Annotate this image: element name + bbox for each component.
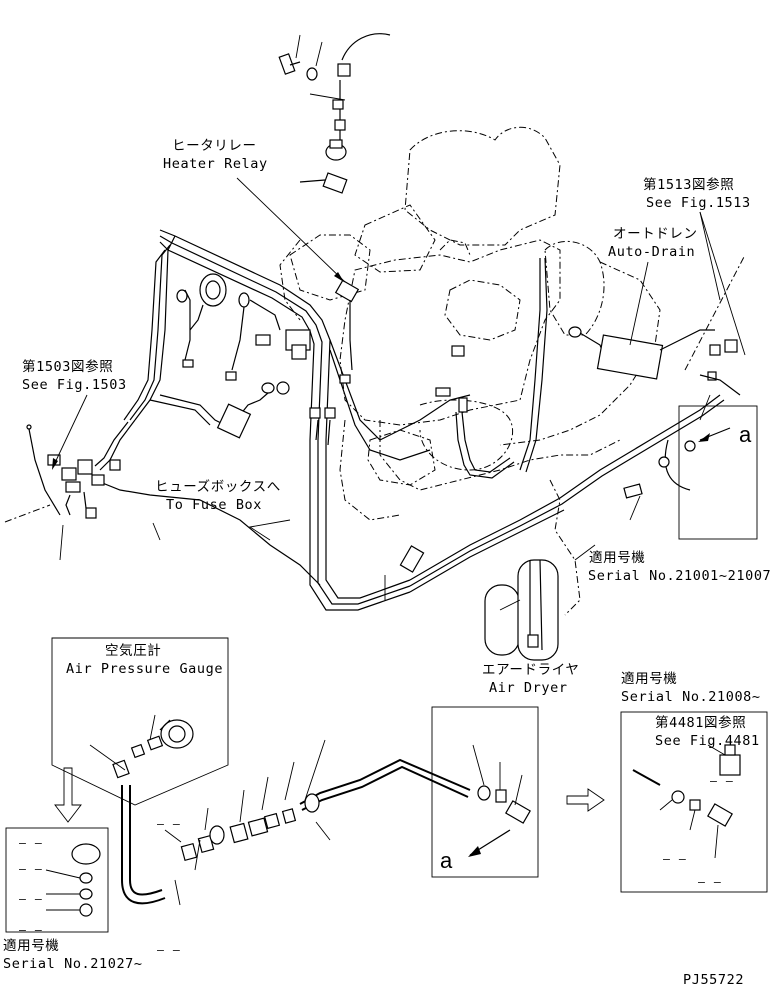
bottom-tube-assembly — [121, 739, 471, 906]
drawing-number: PJ55722 — [683, 972, 744, 987]
engine-outline — [279, 126, 661, 616]
ref-fig-1503: See Fig.1503 — [22, 377, 127, 393]
serial-mid-label-jp: 適用号機 — [621, 670, 677, 687]
serial-bottom-label: Serial No.21027~ — [3, 956, 143, 972]
detail-a-letter-top: a — [739, 422, 752, 447]
harness-left — [94, 229, 725, 611]
dash-label-5: – – — [19, 923, 43, 937]
air-dryer-label-jp: エアードライヤ — [482, 662, 580, 678]
bolt-right — [623, 483, 643, 521]
dash-label-1: – – — [157, 817, 181, 831]
air-pressure-gauge-label-jp: 空気圧計 — [105, 643, 161, 659]
dash-label-2: – – — [157, 943, 181, 957]
heater-relay-label: Heater Relay — [163, 156, 268, 172]
serial-21008-box — [620, 711, 768, 893]
auto-drain-label: Auto-Drain — [608, 244, 695, 260]
serial-21027-box — [5, 827, 109, 933]
air-dryer — [484, 544, 596, 661]
dash-label-7: – – — [698, 875, 722, 889]
detail-a-letter-bottom: a — [440, 848, 453, 873]
ref-fig-4481: See Fig.4481 — [655, 733, 760, 749]
air-pressure-gauge-label: Air Pressure Gauge — [66, 661, 223, 677]
ref-fig-1513-jp: 第1513図参照 — [643, 176, 734, 193]
detail-a-box-top — [658, 405, 758, 540]
dash-label-6: – – — [663, 852, 687, 866]
labels: ヒータリレー Heater Relay 第1513図参照 See Fig.151… — [3, 138, 771, 987]
arrow-down — [54, 767, 82, 823]
fuse-box-label: To Fuse Box — [166, 497, 262, 513]
serial-top-label: Serial No.21001~21007 — [588, 568, 771, 584]
detail-a-box-bottom — [431, 706, 539, 878]
dash-label-3: – – — [19, 862, 43, 876]
dash-label-4: – – — [19, 892, 43, 906]
connector-cluster-left — [4, 424, 121, 561]
ref-fig-1513: See Fig.1513 — [646, 195, 751, 211]
auto-drain-label-jp: オートドレン — [613, 226, 698, 242]
air-pressure-gauge-box — [51, 637, 229, 806]
air-dryer-label: Air Dryer — [489, 680, 568, 696]
ref-fig-1503-jp: 第1503図参照 — [22, 358, 113, 375]
heater-relay-label-jp: ヒータリレー — [172, 138, 257, 154]
leader-lines — [52, 177, 746, 600]
ref-fig-4481-jp: 第4481図参照 — [655, 714, 746, 731]
arrow-right — [566, 788, 605, 812]
auto-drain-area — [519, 254, 746, 473]
dash-label-8: – – — [19, 836, 43, 850]
serial-bottom-label-jp: 適用号機 — [3, 937, 59, 954]
left-components — [176, 273, 515, 479]
heater-relay-parts — [278, 33, 391, 194]
serial-mid-label: Serial No.21008~ — [621, 689, 761, 705]
fuse-box-label-jp: ヒューズボックスへ — [155, 479, 281, 495]
serial-top-label-jp: 適用号機 — [589, 549, 645, 566]
dash-label-9: – – — [710, 774, 734, 788]
